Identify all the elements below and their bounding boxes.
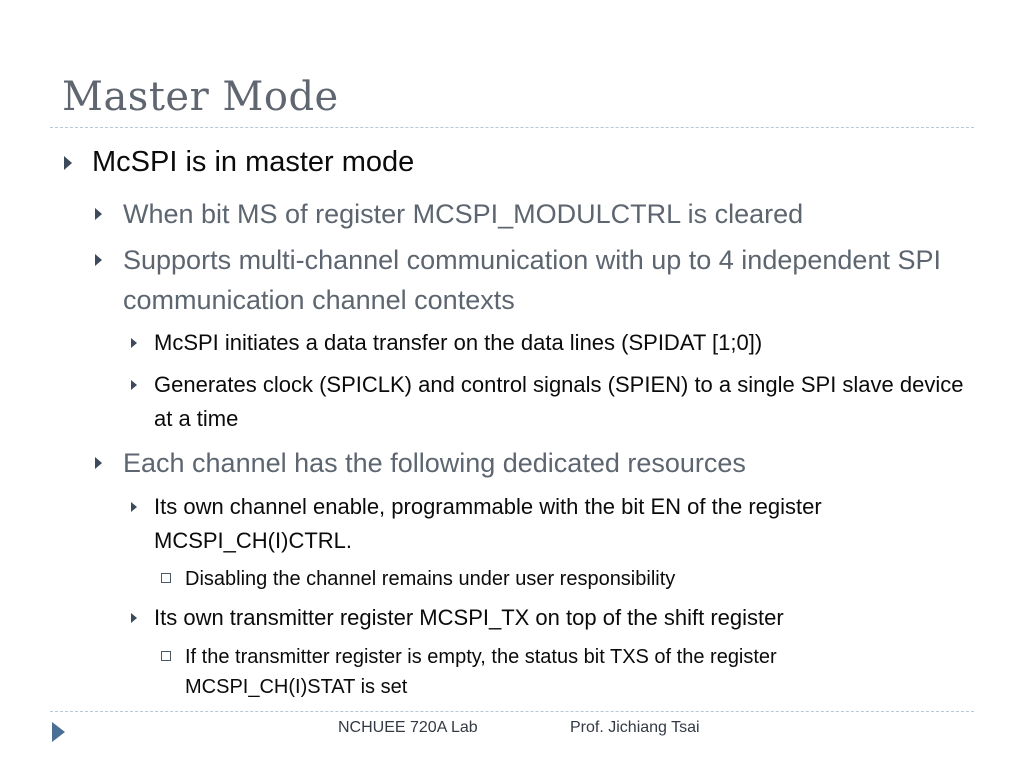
- bullet-arrow-icon: [131, 502, 137, 512]
- bullet-text: McSPI is in master mode: [92, 146, 415, 178]
- bullet-text: Each channel has the following dedicated…: [123, 448, 746, 478]
- bullet-level3: Its own transmitter register MCSPI_TX on…: [131, 601, 964, 635]
- bullet-level4: If the transmitter register is empty, th…: [161, 642, 945, 702]
- bullet-text: Generates clock (SPICLK) and control sig…: [154, 372, 964, 431]
- bullet-arrow-icon: [95, 457, 102, 469]
- bullet-text: Its own channel enable, programmable wit…: [154, 494, 822, 553]
- bullet-arrow-icon: [131, 613, 137, 623]
- bullet-arrow-icon: [131, 380, 137, 390]
- bullet-arrow-icon: [64, 156, 72, 170]
- bullet-text: Supports multi-channel communication wit…: [123, 245, 941, 315]
- bullet-arrow-icon: [95, 208, 102, 220]
- bullet-text: When bit MS of register MCSPI_MODULCTRL …: [123, 199, 804, 229]
- bullet-level1: McSPI is in master mode: [64, 146, 972, 179]
- slide-title: Master Mode: [62, 74, 339, 120]
- bullet-level4: Disabling the channel remains under user…: [161, 564, 945, 594]
- bullet-level2: Supports multi-channel communication wit…: [95, 240, 973, 320]
- play-arrow-icon: [52, 722, 65, 742]
- bullet-arrow-icon: [131, 338, 137, 348]
- bullet-text: Its own transmitter register MCSPI_TX on…: [154, 605, 784, 630]
- checkbox-square-icon: [161, 651, 171, 661]
- bullet-arrow-icon: [95, 254, 102, 266]
- title-divider: [50, 127, 974, 128]
- bullet-text: If the transmitter register is empty, th…: [185, 646, 777, 698]
- bullet-level2: Each channel has the following dedicated…: [95, 443, 973, 483]
- bullet-level3: McSPI initiates a data transfer on the d…: [131, 326, 964, 360]
- bullet-text: Disabling the channel remains under user…: [185, 568, 676, 590]
- footer-author: Prof. Jichiang Tsai: [570, 719, 700, 736]
- footer-lab: NCHUEE 720A Lab: [338, 719, 478, 736]
- bullet-level3: Its own channel enable, programmable wit…: [131, 490, 964, 558]
- checkbox-square-icon: [161, 573, 171, 583]
- bullet-text: McSPI initiates a data transfer on the d…: [154, 330, 763, 355]
- bullet-level2: When bit MS of register MCSPI_MODULCTRL …: [95, 194, 973, 234]
- footer-divider: [50, 711, 974, 712]
- bullet-level3: Generates clock (SPICLK) and control sig…: [131, 368, 964, 436]
